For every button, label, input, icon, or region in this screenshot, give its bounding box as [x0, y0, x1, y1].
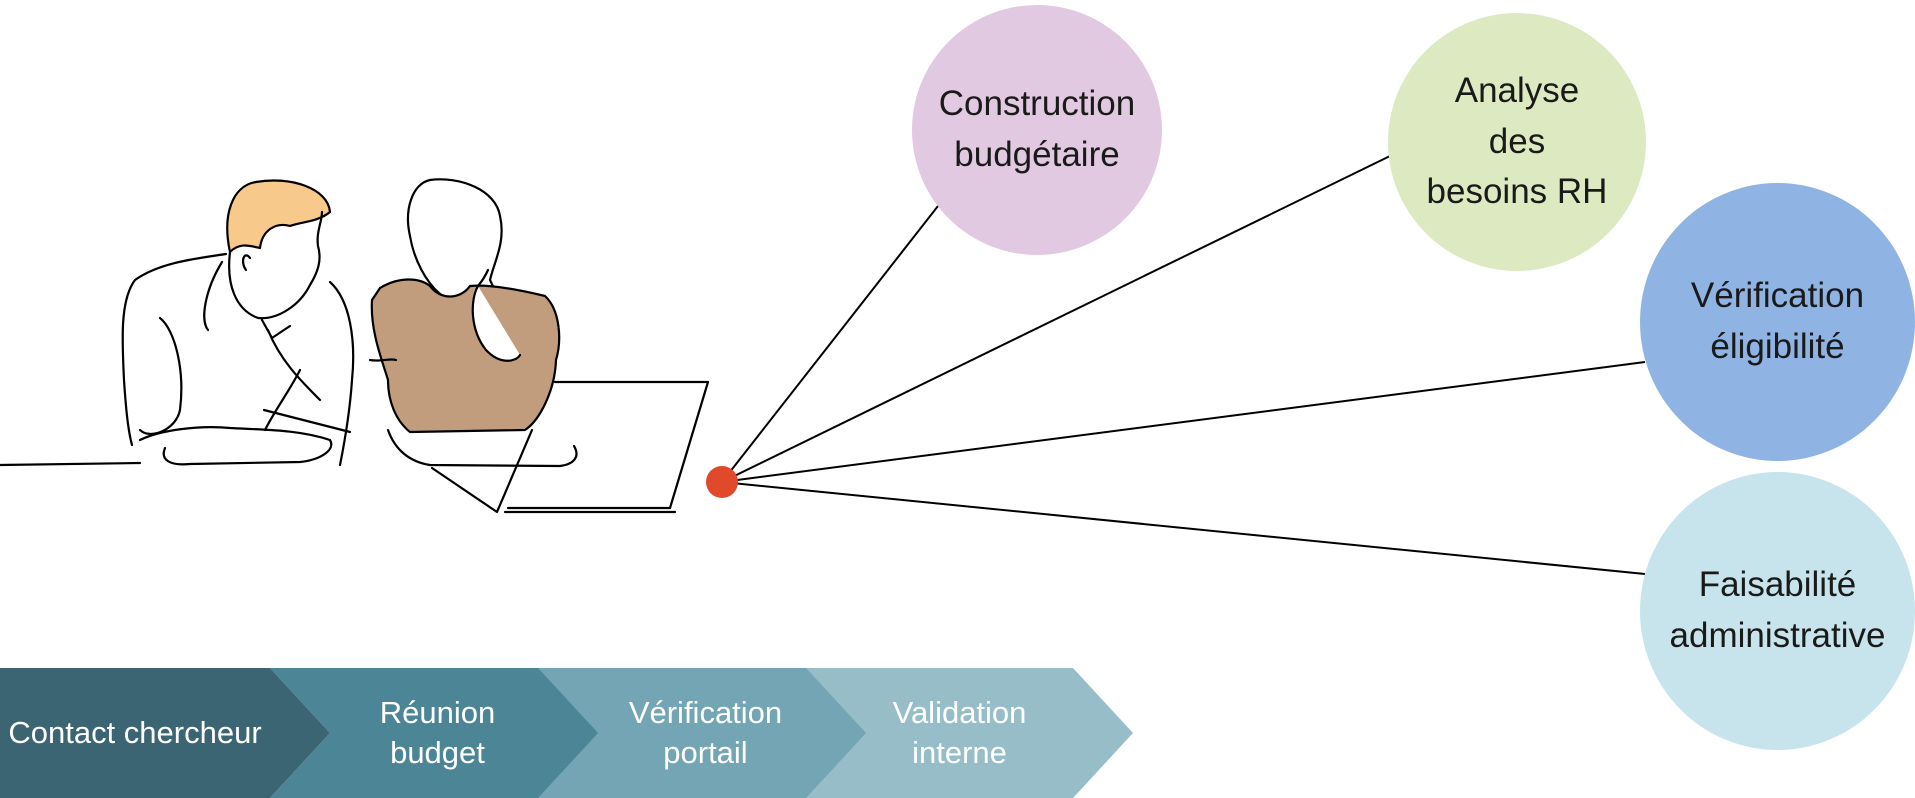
step-label: Vérification portail — [628, 694, 783, 770]
bubble-faisabilite-administrative: Faisabilité administrative — [1640, 472, 1915, 750]
table-line — [0, 461, 142, 467]
connector-line — [721, 361, 1646, 483]
woman-shirt — [370, 278, 561, 434]
bubble-analyse-besoins-rh: Analyse des besoins RH — [1388, 13, 1646, 271]
step-label: Validation interne — [892, 694, 1027, 770]
bubble-label: Analyse des besoins RH — [1426, 70, 1608, 212]
woman-hair-tail — [471, 284, 522, 362]
bubble-verification-eligibilite: Vérification éligibilité — [1640, 183, 1915, 461]
woman-arms — [368, 358, 578, 468]
connector-line — [721, 481, 1646, 575]
connector-lines — [721, 155, 1646, 575]
bubble-label: Construction budgétaire — [938, 84, 1136, 174]
step-label: Réunion budget — [379, 694, 496, 770]
laptop-base — [430, 428, 677, 514]
step-contact-chercheur: Contact chercheur — [0, 668, 330, 798]
man-ear — [241, 254, 252, 272]
hub-dot — [706, 466, 738, 498]
bubble-construction-budgetaire: Construction budgétaire — [912, 5, 1162, 255]
connector-line — [721, 155, 1391, 483]
bubble-label: Faisabilité administrative — [1669, 565, 1886, 655]
man-head — [228, 210, 324, 320]
man-arm-right — [138, 426, 333, 466]
man-arm-left — [138, 316, 183, 436]
man-fold — [263, 368, 302, 432]
connector-line — [721, 205, 939, 483]
laptop-screen — [506, 380, 710, 510]
people-illustration — [0, 178, 710, 514]
step-label: Contact chercheur — [8, 714, 262, 750]
man-hair — [226, 179, 332, 254]
man-torso — [121, 252, 355, 467]
pen — [262, 408, 352, 434]
bubble-label: Vérification éligibilité — [1690, 276, 1865, 366]
